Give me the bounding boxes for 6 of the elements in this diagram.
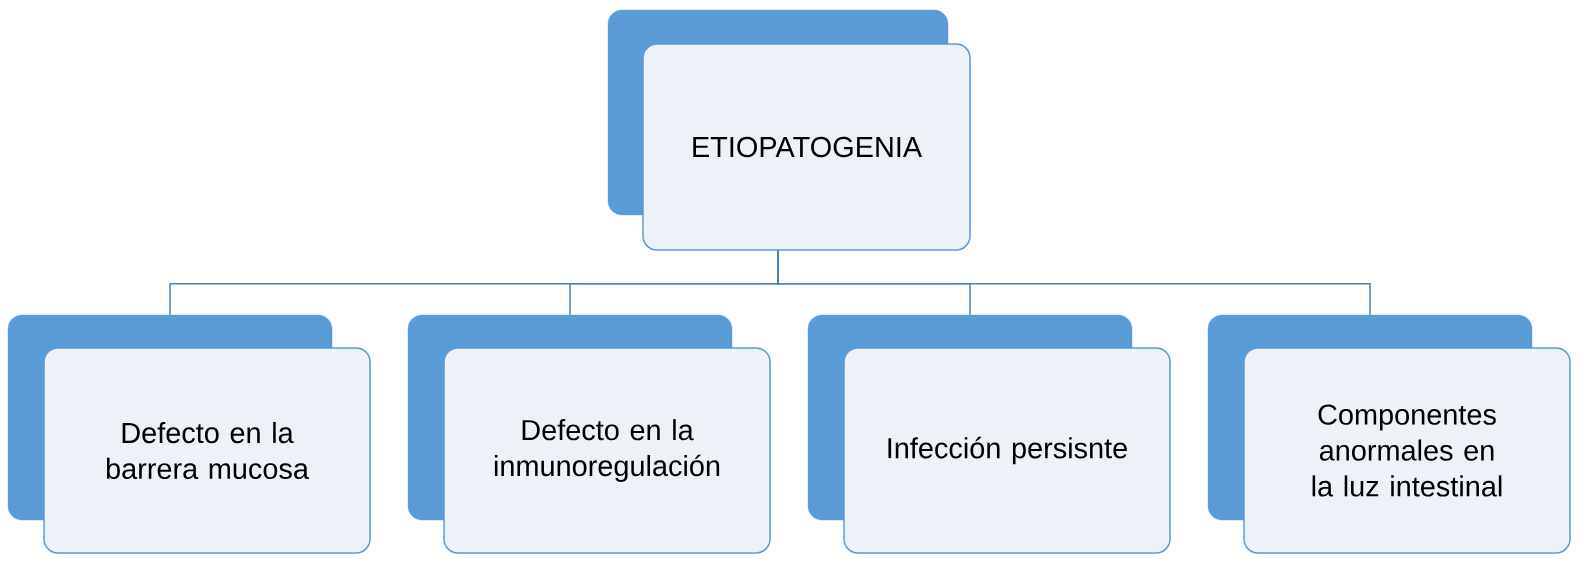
process-box: Defecto en la barrera mucosa [43,347,371,554]
process-box: Infección persisnte [843,347,1171,554]
connector-line [777,250,1371,316]
process-box: Componentes anormales en la luz intestinal [1243,347,1571,554]
process-box: Defecto en la inmunoregulación [443,347,771,554]
process-box: ETIOPATOGENIA [642,43,971,251]
